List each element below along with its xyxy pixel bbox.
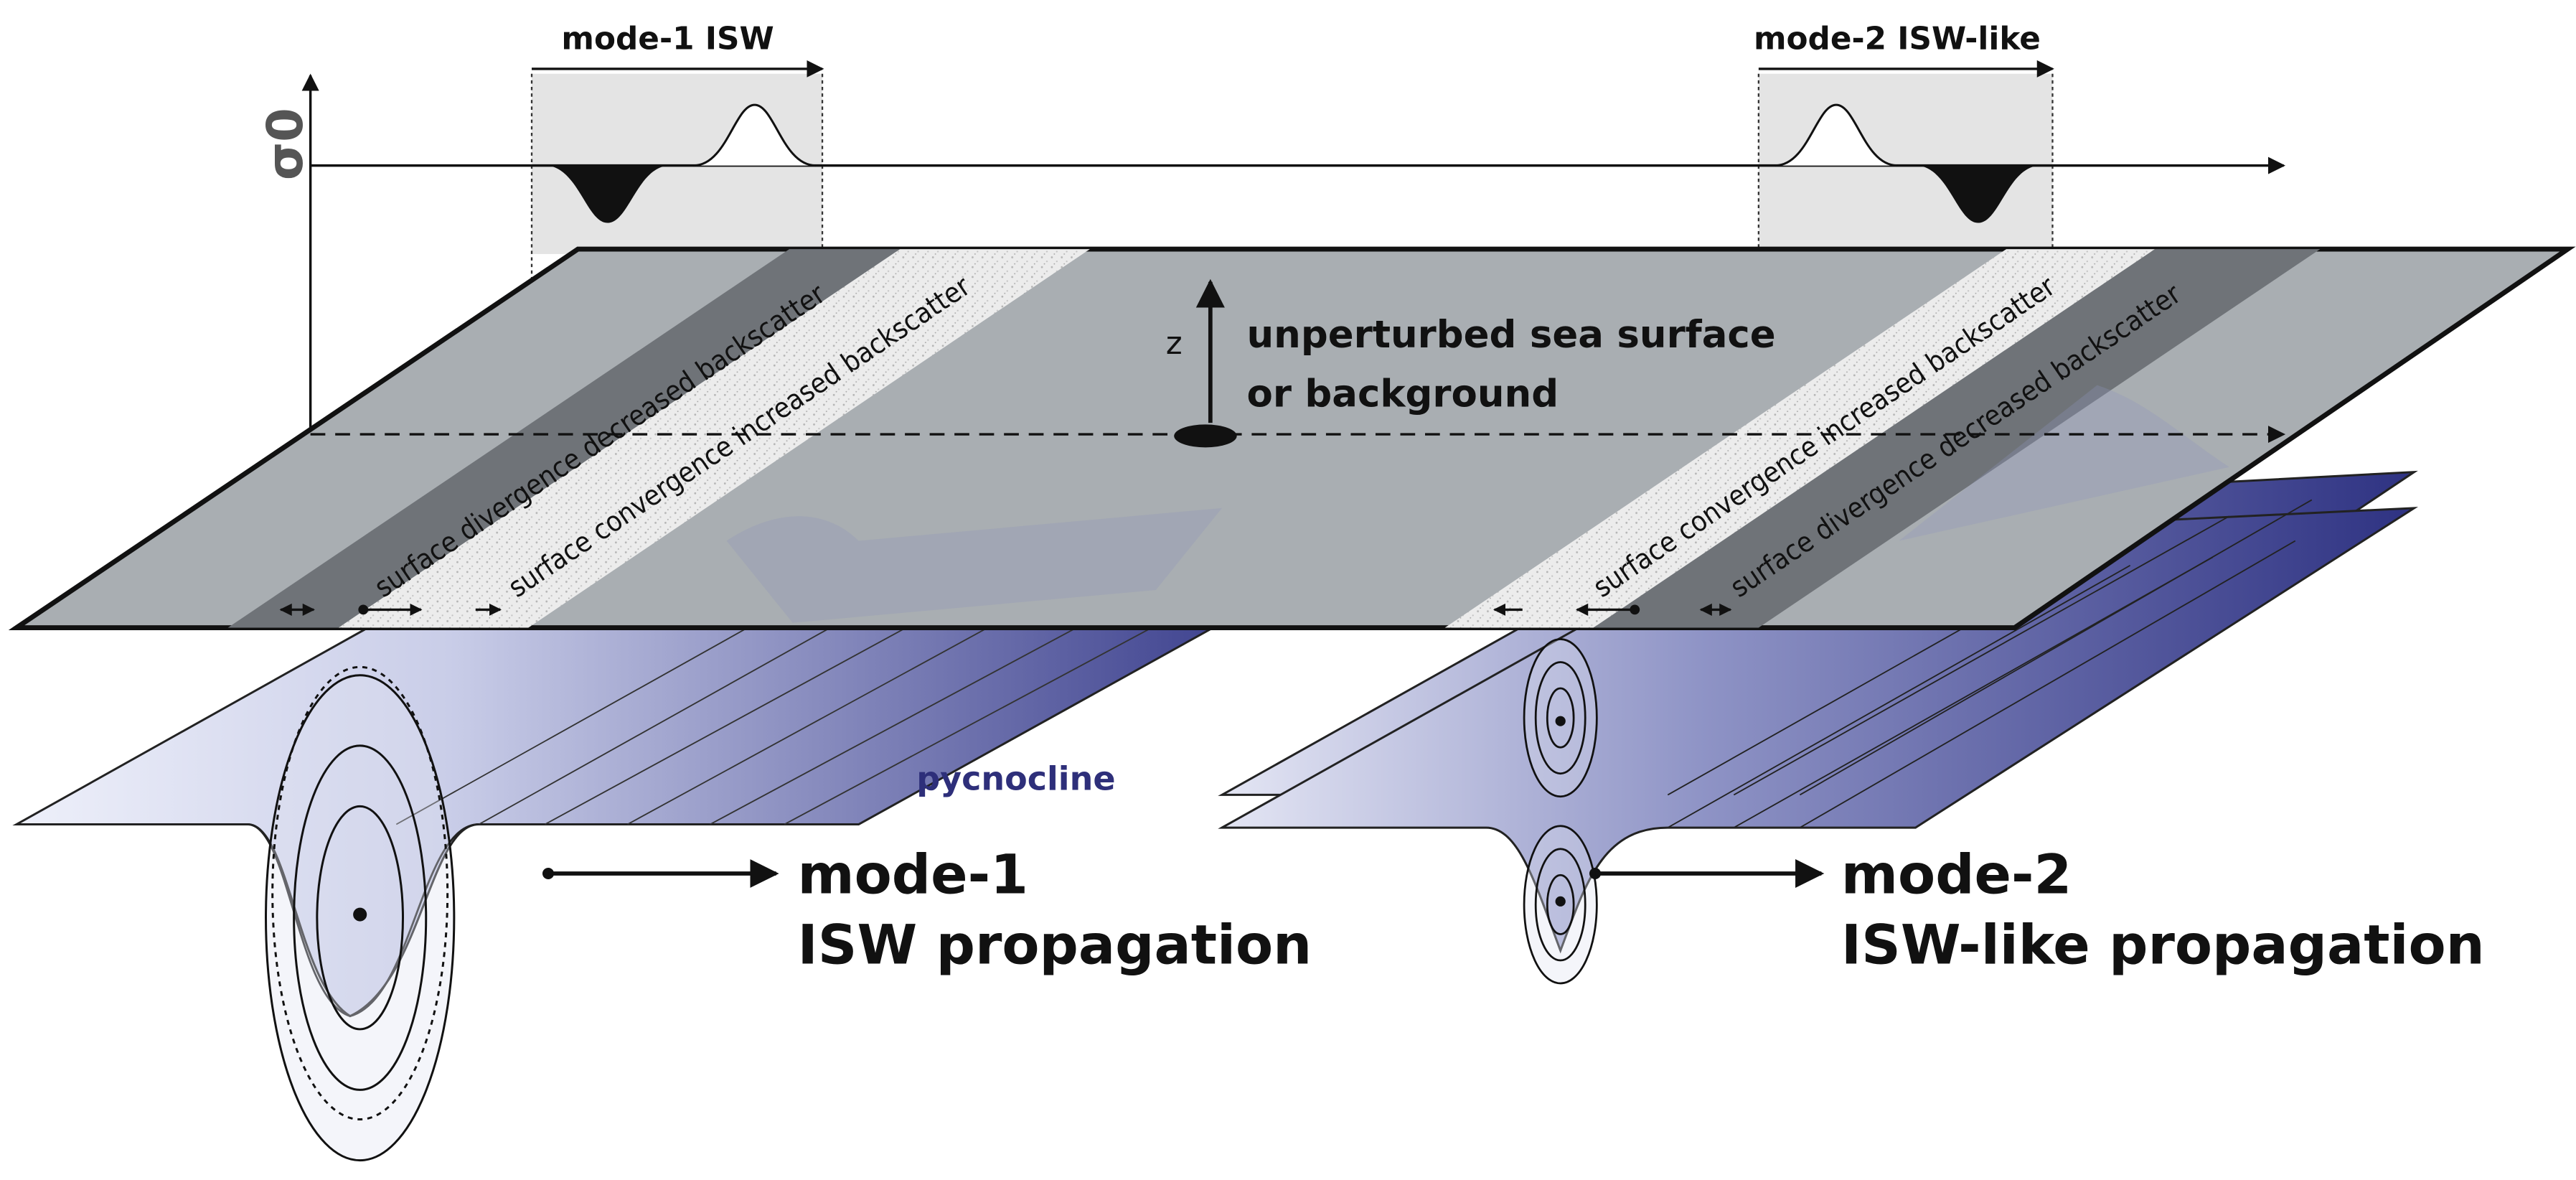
mode1-subsurface-shadow [726, 507, 1222, 623]
left-convergence-band [338, 249, 1090, 628]
mode1-crest [693, 103, 816, 167]
mode2-propagation-line1: mode-2 [1841, 843, 2072, 907]
mode2-circulation-cells [1523, 638, 1598, 985]
mode1-profile-title: mode-1 ISW [561, 22, 774, 57]
mode2-subsurface-shadow [1899, 385, 2229, 541]
surface-label-line1: unperturbed sea surface [1246, 313, 1775, 357]
left-divergence-band [227, 249, 901, 628]
sigma0-axis-label: σ0 [257, 108, 314, 180]
mode2-crest [1774, 103, 1898, 167]
z-axis-label: z [1166, 326, 1183, 362]
right-convergence-band [1444, 249, 2156, 628]
mode1-propagation-line2: ISW propagation [798, 914, 1312, 977]
right-divergence-band [1593, 249, 2321, 628]
sigma0-profile-panel: mode-1 ISW mode-2 ISW-like σ0 [257, 22, 2286, 623]
sea-surface-plane: surface divergence decreased backscatter… [8, 246, 2576, 630]
pycnocline-label: pycnocline [916, 759, 1115, 798]
right-surface-dot [1630, 604, 1640, 615]
propagation-annotations: mode-1 ISW propagation mode-2 ISW-like p… [542, 843, 2485, 977]
mode1-propagation-line1: mode-1 [798, 843, 1028, 907]
mode2-propagation-line2: ISW-like propagation [1841, 914, 2485, 977]
mode1-trough [545, 165, 671, 223]
surface-label-line2: or background [1246, 372, 1559, 416]
z-origin-marker [1174, 424, 1237, 448]
mode2-lower-sheet [1218, 507, 2418, 954]
left-surface-dot [358, 604, 369, 615]
mode1-isopycnal-trough [248, 823, 479, 1018]
mode1-circulation-cell [265, 665, 456, 1162]
mode2-trough [1915, 165, 2041, 223]
mode2-profile-title: mode-2 ISW-like [1754, 22, 2041, 57]
